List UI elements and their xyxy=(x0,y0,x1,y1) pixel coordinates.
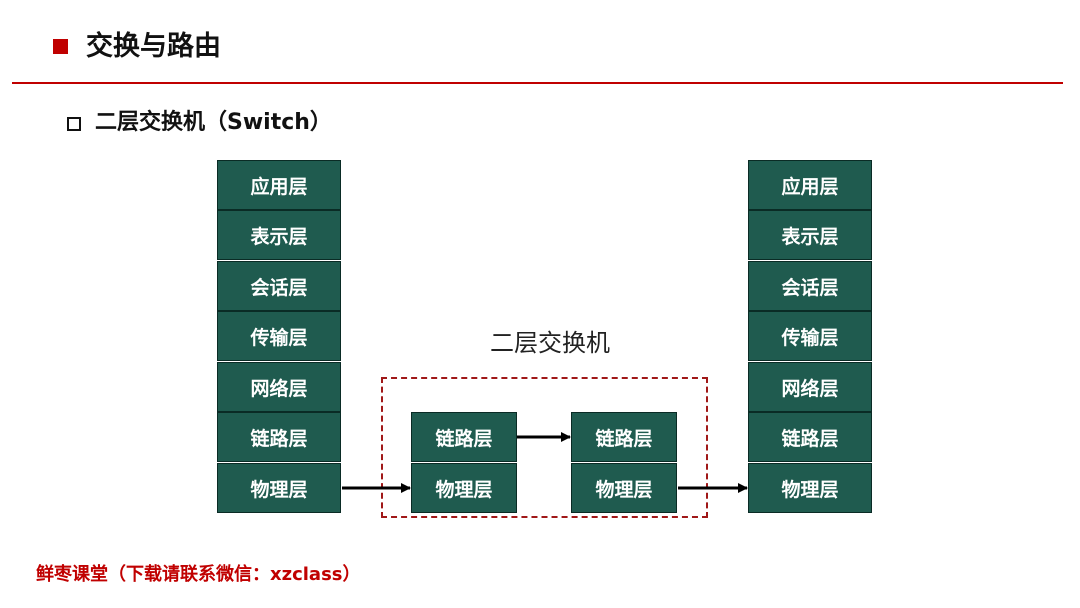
title-divider xyxy=(12,82,1063,84)
switch-label: 二层交换机 xyxy=(490,329,610,357)
switch-dashed-boundary xyxy=(381,377,708,518)
subtitle-bullet-square xyxy=(67,117,81,131)
left-layer-datalink: 链路层 xyxy=(217,412,341,462)
switch-a-layer-datalink: 链路层 xyxy=(411,412,517,462)
right-layer-datalink: 链路层 xyxy=(748,412,872,462)
right-layer-transport: 传输层 xyxy=(748,311,872,361)
right-layer-application: 应用层 xyxy=(748,160,872,210)
switch-a-layer-physical: 物理层 xyxy=(411,463,517,513)
switch-b-layer-physical: 物理层 xyxy=(571,463,677,513)
right-layer-physical: 物理层 xyxy=(748,463,872,513)
slide-subtitle: 二层交换机（Switch） xyxy=(95,110,332,135)
left-layer-session: 会话层 xyxy=(217,261,341,311)
right-layer-network: 网络层 xyxy=(748,362,872,412)
right-layer-presentation: 表示层 xyxy=(748,210,872,260)
right-layer-session: 会话层 xyxy=(748,261,872,311)
left-layer-application: 应用层 xyxy=(217,160,341,210)
footer-credit: 鲜枣课堂（下载请联系微信：xzclass） xyxy=(36,564,361,585)
switch-b-layer-datalink: 链路层 xyxy=(571,412,677,462)
left-layer-presentation: 表示层 xyxy=(217,210,341,260)
slide-title: 交换与路由 xyxy=(86,31,221,62)
left-layer-network: 网络层 xyxy=(217,362,341,412)
left-layer-physical: 物理层 xyxy=(217,463,341,513)
left-layer-transport: 传输层 xyxy=(217,311,341,361)
title-bullet-square xyxy=(53,39,68,54)
